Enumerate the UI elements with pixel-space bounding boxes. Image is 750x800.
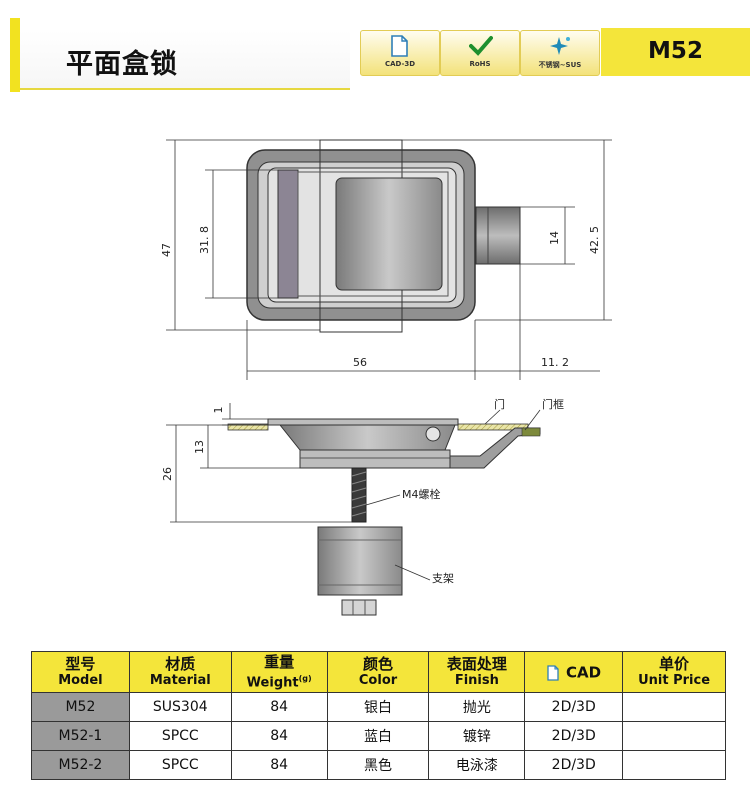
label-door-frame: 门框 — [542, 397, 564, 411]
cell-color: 银白 — [326, 692, 430, 722]
label-bolt: M4螺栓 — [402, 487, 441, 501]
badge-label: CAD-3D — [384, 60, 416, 68]
table-row: M52-2 SPCC 84 黑色 电泳漆 2D/3D — [31, 750, 726, 780]
dim-1: 1 — [212, 407, 225, 414]
header-model: 型号 Model — [31, 651, 130, 693]
cell-finish: 抛光 — [428, 692, 526, 722]
dim-14: 14 — [548, 231, 561, 245]
cell-finish: 电泳漆 — [428, 750, 526, 780]
cell-material: SPCC — [128, 721, 232, 751]
spec-table: 型号 Model 材质 Material 重量 Weight(g) 颜色 Col… — [31, 651, 726, 780]
dim-26: 26 — [161, 467, 174, 481]
header-material: 材质 Material — [128, 651, 232, 693]
checkmark-icon — [469, 36, 493, 56]
dim-42-5: 42. 5 — [588, 226, 601, 254]
cell-color: 蓝白 — [326, 721, 430, 751]
cell-price — [622, 721, 726, 751]
label-door: 门 — [494, 397, 505, 411]
file-icon — [391, 35, 408, 57]
dim-13: 13 — [193, 440, 206, 454]
header-zh: 单价 — [659, 655, 690, 673]
cell-cad: 2D/3D — [524, 692, 624, 722]
model-code: M52 — [648, 38, 703, 64]
page-title: 平面盒锁 — [66, 49, 178, 80]
badge-sus: 不锈钢~SUS — [520, 30, 600, 76]
cell-price — [622, 750, 726, 780]
front-dim-labels: 47 31. 8 14 42. 5 56 11. 2 — [160, 226, 601, 369]
cell-material: SPCC — [128, 750, 232, 780]
header-en: Material — [149, 673, 211, 688]
header-en: Model — [58, 673, 103, 688]
header-en: Unit Price — [638, 673, 711, 688]
header-zh: 颜色 — [363, 655, 394, 673]
header-color: 颜色 Color — [326, 651, 430, 693]
cell-cad: 2D/3D — [524, 721, 624, 751]
cell-weight: 84 — [230, 750, 328, 780]
technical-drawing: 47 31. 8 14 42. 5 56 11. 2 — [160, 139, 612, 616]
front-view — [246, 139, 521, 333]
header-zh: 表面处理 — [446, 655, 507, 673]
side-dim-labels: 1 13 26 门 门框 M4螺栓 支架 — [161, 397, 564, 585]
badge-label: 不锈钢~SUS — [538, 61, 582, 69]
cell-color: 黑色 — [326, 750, 430, 780]
badge-cad-3d: CAD-3D — [360, 30, 440, 76]
header-weight: 重量 Weight(g) — [230, 651, 328, 693]
side-view — [227, 418, 541, 616]
cell-material: SUS304 — [128, 692, 232, 722]
dim-47: 47 — [160, 243, 173, 257]
cell-model: M52-1 — [31, 721, 130, 751]
header-en: Finish — [454, 673, 499, 688]
dim-11-2: 11. 2 — [541, 356, 569, 369]
header-weight-label: Weight — [246, 675, 299, 691]
table-row: M52 SUS304 84 银白 抛光 2D/3D — [31, 692, 726, 722]
front-dimensions — [166, 139, 612, 380]
model-code-box: M52 — [601, 28, 750, 76]
badge-rohs: RoHS — [440, 30, 520, 76]
header-finish: 表面处理 Finish — [428, 651, 526, 693]
page-header: 平面盒锁 CAD-3D RoHS 不锈钢~SUS M52 — [0, 0, 750, 95]
dim-56: 56 — [353, 356, 367, 369]
table-row: M52-1 SPCC 84 蓝白 镀锌 2D/3D — [31, 721, 726, 751]
cell-cad: 2D/3D — [524, 750, 624, 780]
header-cad: CAD — [524, 651, 624, 693]
header-zh: 型号 — [65, 655, 96, 673]
cell-price — [622, 692, 726, 722]
badge-label: RoHS — [469, 60, 491, 68]
title-strip — [20, 30, 350, 90]
cell-model: M52-2 — [31, 750, 130, 780]
header-zh: 材质 — [165, 655, 196, 673]
header-zh: 重量 — [264, 652, 295, 671]
file-icon — [547, 665, 560, 681]
label-bracket: 支架 — [432, 572, 454, 585]
table-header-row: 型号 Model 材质 Material 重量 Weight(g) 颜色 Col… — [31, 651, 726, 693]
header-weight-unit: (g) — [298, 673, 312, 683]
cell-weight: 84 — [230, 692, 328, 722]
sparkle-icon — [550, 37, 570, 55]
cell-model: M52 — [31, 692, 130, 722]
side-dimensions — [166, 403, 541, 581]
cell-weight: 84 — [230, 721, 328, 751]
cell-finish: 镀锌 — [428, 721, 526, 751]
header-cad-label: CAD — [565, 663, 602, 682]
header-en: Color — [358, 673, 398, 688]
header-unit-price: 单价 Unit Price — [622, 651, 726, 693]
dim-31-8: 31. 8 — [198, 226, 211, 254]
accent-bar — [10, 18, 20, 92]
header-en: Weight(g) — [232, 671, 327, 691]
